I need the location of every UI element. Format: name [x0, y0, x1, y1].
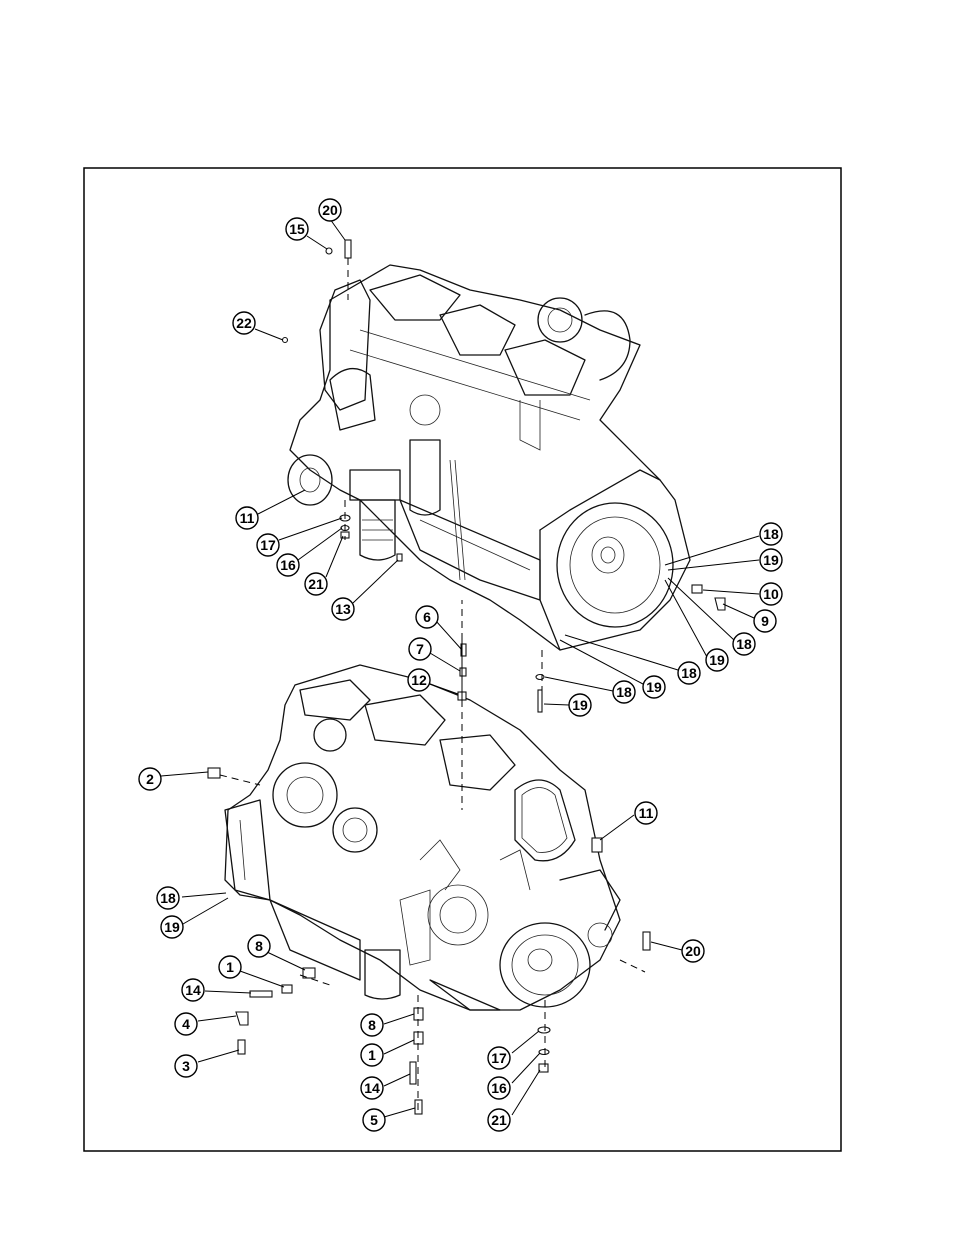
- callout-label: 20: [685, 943, 701, 959]
- plug-2: [208, 768, 220, 778]
- callout-label: 16: [491, 1080, 507, 1096]
- callout-label: 14: [185, 982, 201, 998]
- nipple-3: [238, 1040, 245, 1054]
- callout-19: 19: [760, 549, 782, 571]
- callout-label: 4: [182, 1016, 190, 1032]
- callout-label: 16: [280, 557, 296, 573]
- fitting-7: [460, 668, 466, 676]
- hardware-parts: [208, 240, 725, 1114]
- callout-label: 11: [240, 510, 255, 526]
- callout-18: 18: [733, 633, 755, 655]
- engine-bottom: [225, 665, 620, 1010]
- callout-label: 18: [736, 636, 752, 652]
- callout-label: 18: [160, 890, 176, 906]
- callout-5: 5: [363, 1109, 385, 1131]
- callout-7: 7: [409, 638, 431, 660]
- callout-17: 17: [488, 1047, 510, 1069]
- callout-22: 22: [233, 312, 255, 334]
- callout-3: 3: [175, 1055, 197, 1077]
- callout-label: 21: [491, 1112, 507, 1128]
- callout-label: 3: [182, 1058, 190, 1074]
- nut-21-bot: [539, 1064, 548, 1072]
- lockwasher-16-bot: [539, 1050, 549, 1055]
- callout-10: 10: [760, 583, 782, 605]
- callout-16: 16: [277, 554, 299, 576]
- callouts: 20 15 22 11 17 16 21 13 18 19 10 9 18 19…: [139, 199, 782, 1131]
- callout-20: 20: [682, 940, 704, 962]
- adapter-1-left: [282, 985, 292, 993]
- callout-label: 19: [709, 652, 725, 668]
- callout-label: 8: [368, 1017, 376, 1033]
- callout-16: 16: [488, 1077, 510, 1099]
- callout-11: 11: [236, 507, 258, 529]
- callout-label: 2: [146, 771, 154, 787]
- callout-label: 18: [681, 665, 697, 681]
- elbow-4: [236, 1012, 248, 1025]
- callout-label: 10: [763, 586, 779, 602]
- washer-18-bottom: [536, 675, 544, 680]
- callout-label: 11: [639, 805, 654, 821]
- valve-14-mid: [410, 1062, 416, 1084]
- callout-19: 19: [161, 916, 183, 938]
- callout-19: 19: [643, 676, 665, 698]
- callout-18: 18: [678, 662, 700, 684]
- callout-label: 12: [411, 672, 427, 688]
- callout-8: 8: [248, 935, 270, 957]
- callout-label: 14: [364, 1080, 380, 1096]
- callout-label: 17: [260, 537, 276, 553]
- callout-21: 21: [488, 1109, 510, 1131]
- screw-20-bottom: [643, 932, 650, 950]
- callout-19: 19: [706, 649, 728, 671]
- cap-screw-20-top: [345, 240, 351, 258]
- callout-14: 14: [361, 1077, 383, 1099]
- callout-18: 18: [613, 681, 635, 703]
- callout-label: 19: [763, 552, 779, 568]
- callout-12: 12: [408, 669, 430, 691]
- callout-label: 18: [616, 684, 632, 700]
- screw-19-bottom: [538, 690, 542, 712]
- callout-label: 19: [572, 697, 588, 713]
- callout-label: 1: [368, 1047, 376, 1063]
- callout-18: 18: [760, 523, 782, 545]
- callout-2: 2: [139, 768, 161, 790]
- callout-label: 22: [236, 315, 252, 331]
- callout-label: 13: [335, 601, 351, 617]
- callout-label: 15: [289, 221, 305, 237]
- callout-label: 1: [226, 959, 234, 975]
- callout-19: 19: [569, 694, 591, 716]
- callout-8: 8: [361, 1014, 383, 1036]
- callout-9: 9: [754, 610, 776, 632]
- washer-17-bot: [538, 1027, 550, 1033]
- plug-10: [692, 585, 702, 593]
- callout-label: 20: [322, 202, 338, 218]
- callout-label: 18: [763, 526, 779, 542]
- callout-label: 19: [164, 919, 180, 935]
- callout-label: 21: [308, 576, 324, 592]
- callout-15: 15: [286, 218, 308, 240]
- callout-label: 9: [761, 613, 769, 629]
- callout-4: 4: [175, 1013, 197, 1035]
- plug-22: [283, 338, 288, 343]
- callout-1: 1: [361, 1044, 383, 1066]
- callout-17: 17: [257, 534, 279, 556]
- callout-label: 8: [255, 938, 263, 954]
- callout-label: 17: [491, 1050, 507, 1066]
- callout-label: 19: [646, 679, 662, 695]
- callout-label: 7: [416, 641, 424, 657]
- callout-18: 18: [157, 887, 179, 909]
- callout-11: 11: [635, 802, 657, 824]
- callout-20: 20: [319, 199, 341, 221]
- valve-14-left: [250, 991, 272, 997]
- callout-21: 21: [305, 573, 327, 595]
- callout-label: 6: [423, 609, 431, 625]
- callout-6: 6: [416, 606, 438, 628]
- engine-top: [288, 265, 690, 650]
- callout-1: 1: [219, 956, 241, 978]
- callout-label: 5: [370, 1112, 378, 1128]
- callout-14: 14: [182, 979, 204, 1001]
- callout-13: 13: [332, 598, 354, 620]
